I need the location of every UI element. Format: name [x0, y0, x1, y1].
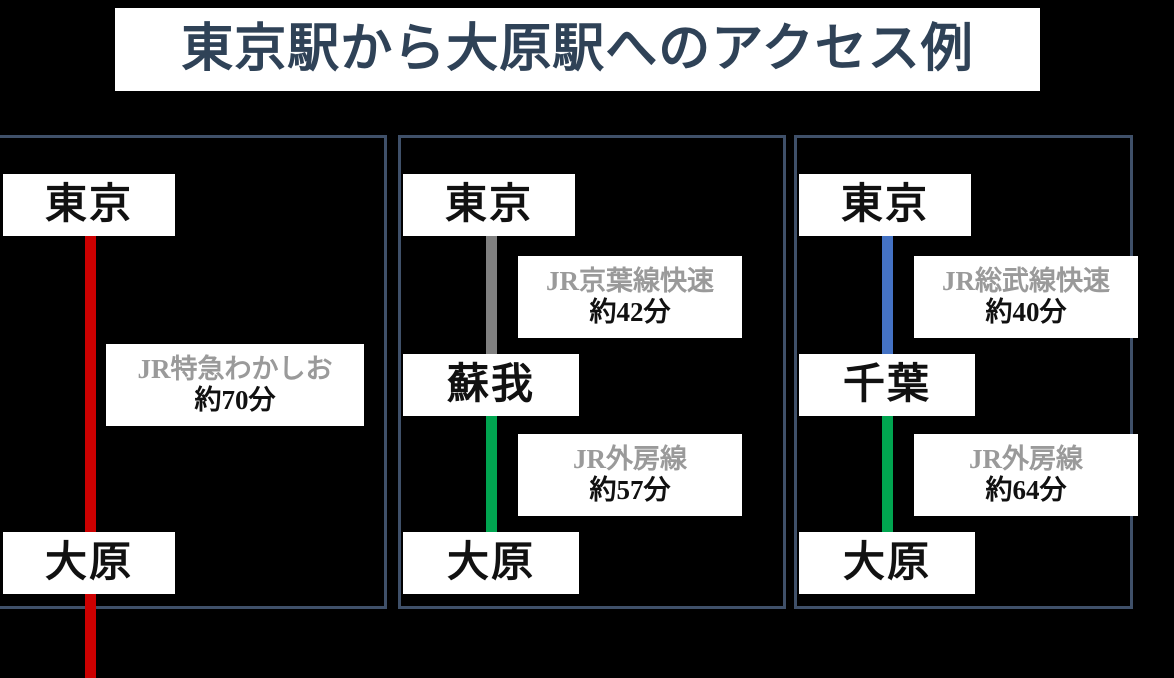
- station-label: 東京: [840, 182, 929, 228]
- leg-info-sotobo[interactable]: JR外房線 約64分: [914, 434, 1138, 516]
- leg-line-name: JR特急わかしお: [137, 353, 333, 384]
- route-line-segment-green: [486, 416, 497, 550]
- leg-duration: 約70分: [194, 385, 276, 415]
- route-line-segment-gray: [486, 228, 497, 362]
- leg-duration: 約57分: [589, 475, 671, 505]
- route-panel-keiyo-sotobo: 東京 JR京葉線快速 約42分 蘇我 JR外房線 約57分 大原: [398, 135, 786, 609]
- station-label: 東京: [44, 182, 133, 228]
- station-box-tokyo[interactable]: 東京: [799, 174, 971, 236]
- leg-duration: 約64分: [985, 475, 1067, 505]
- leg-line-name: JR総武線快速: [942, 265, 1110, 296]
- station-box-ohara[interactable]: 大原: [799, 532, 975, 594]
- station-label: 大原: [842, 540, 931, 586]
- leg-line-name: JR外房線: [573, 443, 687, 474]
- route-panel-sobu-sotobo: 東京 JR総武線快速 約40分 千葉 JR外房線 約64分 大原: [794, 135, 1138, 609]
- leg-info-sobu[interactable]: JR総武線快速 約40分: [914, 256, 1138, 338]
- station-label: 大原: [446, 540, 535, 586]
- route-line-segment-green: [882, 416, 893, 550]
- leg-info-wakashio[interactable]: JR特急わかしお 約70分: [106, 344, 364, 426]
- leg-info-keiyo[interactable]: JR京葉線快速 約42分: [518, 256, 742, 338]
- leg-duration: 約42分: [589, 297, 671, 327]
- page-title: 東京駅から大原駅へのアクセス例: [181, 20, 974, 78]
- station-box-ohara[interactable]: 大原: [3, 532, 175, 594]
- station-label: 東京: [444, 182, 533, 228]
- station-label: 千葉: [842, 362, 931, 408]
- route-panel-wakashio: 東京 JR特急わかしお 約70分 大原: [0, 135, 387, 678]
- leg-duration: 約40分: [985, 297, 1067, 327]
- page-title-bar: 東京駅から大原駅へのアクセス例: [115, 8, 1040, 91]
- station-box-chiba[interactable]: 千葉: [799, 354, 975, 416]
- leg-line-name: JR外房線: [969, 443, 1083, 474]
- route-line-segment-blue: [882, 228, 893, 362]
- station-box-ohara[interactable]: 大原: [403, 532, 579, 594]
- station-label: 大原: [44, 540, 133, 586]
- station-box-tokyo[interactable]: 東京: [403, 174, 575, 236]
- leg-line-name: JR京葉線快速: [546, 265, 714, 296]
- station-box-tokyo[interactable]: 東京: [3, 174, 175, 236]
- leg-info-sotobo[interactable]: JR外房線 約57分: [518, 434, 742, 516]
- station-box-soga[interactable]: 蘇我: [403, 354, 579, 416]
- station-label: 蘇我: [446, 362, 535, 408]
- route-line-segment-red: [85, 228, 96, 678]
